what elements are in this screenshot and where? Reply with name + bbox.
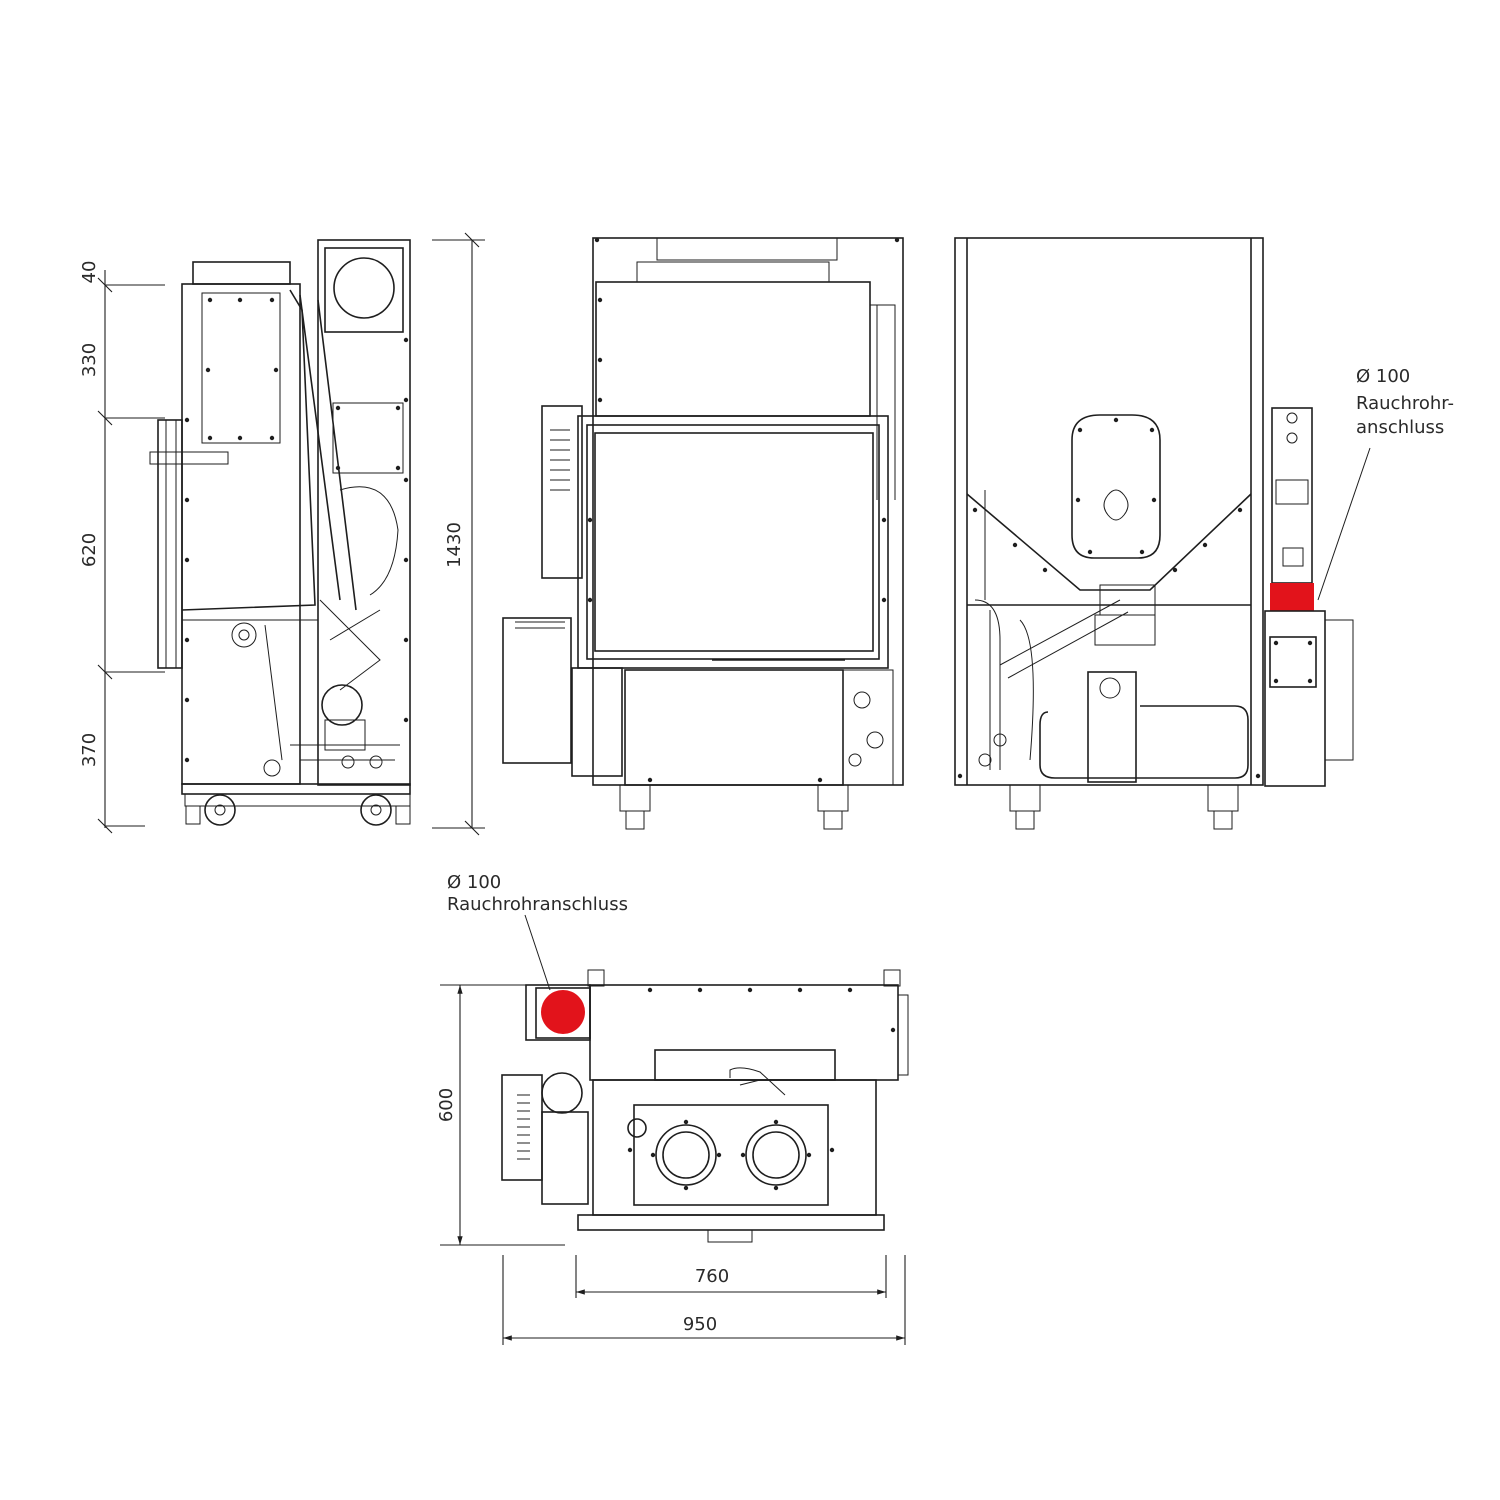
top-flue-connection-highlight [541,990,585,1034]
dim-1430: 1430 [444,522,465,568]
dim-620: 620 [79,533,100,567]
rear-flue-label-line1: Rauchrohr- [1356,393,1454,414]
dim-950: 950 [683,1314,717,1335]
side-view: 40 330 620 370 1430 [79,232,485,836]
dim-760: 760 [695,1266,729,1287]
rear-flue-label-line2: anschluss [1356,417,1444,438]
rear-flue-diameter: Ø 100 [1356,366,1410,387]
side-dimension-chain: 40 330 620 370 [79,261,165,834]
total-height-dimension: 1430 [432,232,485,836]
dim-40: 40 [79,261,100,284]
top-view: Ø 100 Rauchrohranschluss 600 [436,872,909,1345]
front-view [502,237,904,830]
top-flue-diameter: Ø 100 [447,872,501,893]
rear-flue-connection-highlight [1270,583,1314,611]
dim-330: 330 [79,343,100,377]
rear-view: Ø 100 Rauchrohr- anschluss [954,237,1454,830]
top-flue-label: Rauchrohranschluss [447,894,628,915]
dim-600: 600 [436,1088,457,1122]
dim-370: 370 [79,733,100,767]
